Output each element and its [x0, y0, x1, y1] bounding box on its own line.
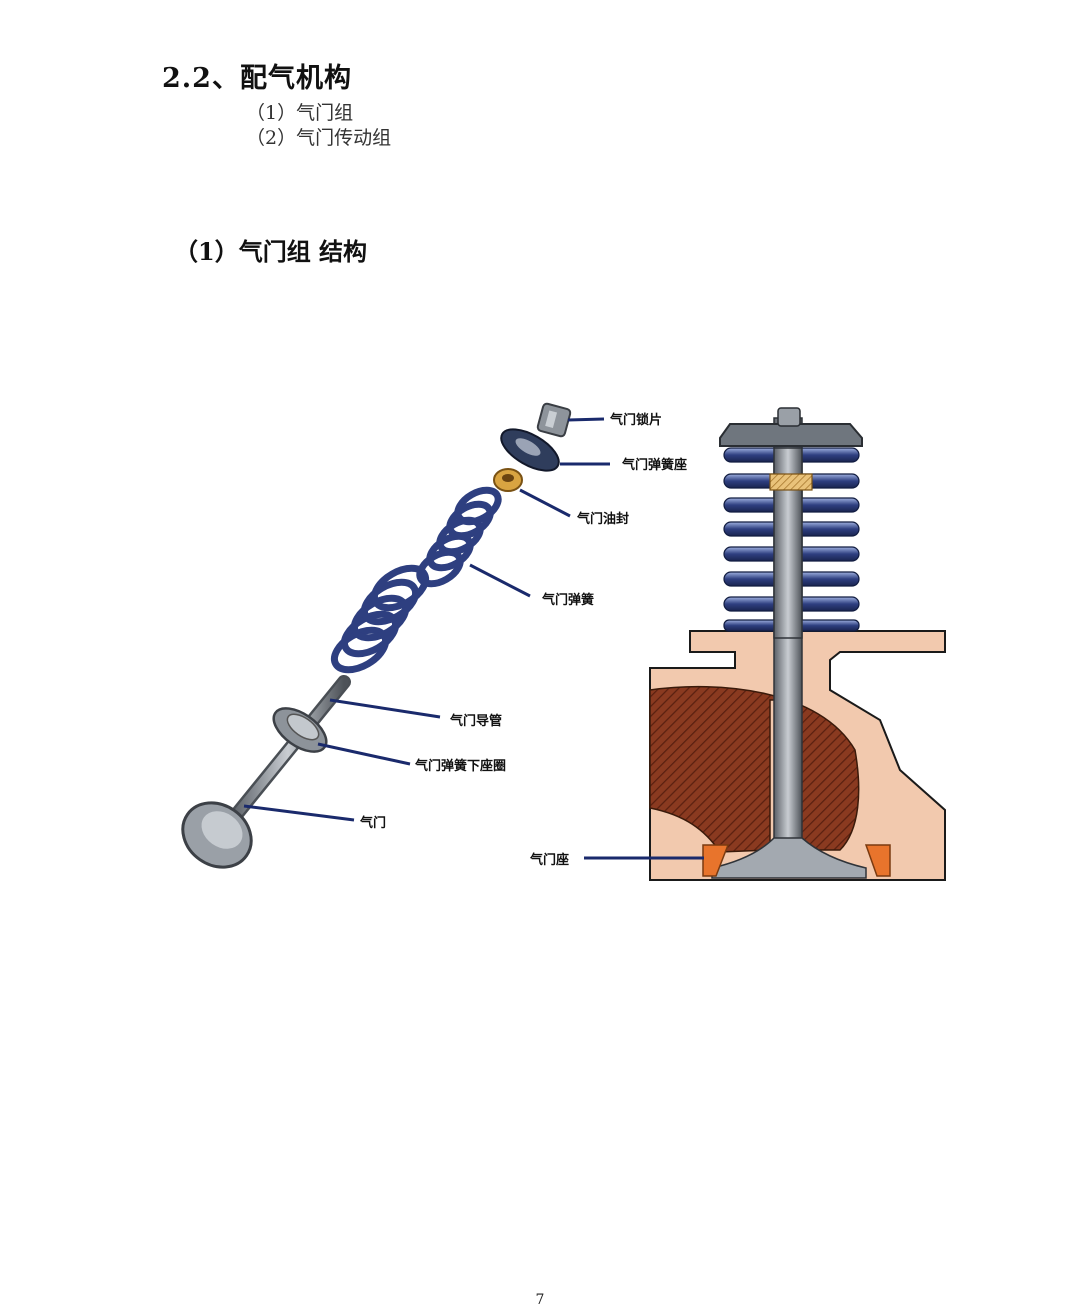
- toc-item-valve-train: （2）气门传动组: [246, 127, 392, 149]
- label-valve: 气门: [360, 815, 386, 831]
- lower-spring-seat-icon: [272, 707, 328, 753]
- valve-spring-icon: [330, 486, 502, 674]
- valve-head-icon: [181, 801, 253, 869]
- section-oil-seal: [769, 473, 813, 491]
- label-valve-lock: 气门锁片: [610, 412, 662, 428]
- valve-group-diagram: 气门锁片 气门弹簧座 气门油封 气门弹簧 气门导管 气门弹簧下座圈 气门: [181, 402, 946, 881]
- valve-lock-icon: [536, 402, 572, 438]
- cross-section-view: 气门座: [530, 407, 946, 881]
- subsection-title: （1）气门组 结构: [174, 237, 368, 266]
- valve-seat-insert-left: [702, 844, 730, 877]
- label-valve-seat: 气门座: [530, 852, 569, 868]
- section-spring-retainer: [719, 407, 863, 447]
- label-valve-spring-seat: 气门弹簧座: [622, 457, 687, 473]
- oil-seal-icon: [493, 468, 523, 492]
- spring-retainer-icon: [500, 428, 560, 472]
- label-valve-spring-lower-seat: 气门弹簧下座圈: [415, 758, 506, 774]
- page-number: 7: [535, 1292, 545, 1308]
- table-of-contents: （1）气门组 （2）气门传动组: [246, 101, 391, 151]
- exploded-view: 气门锁片 气门弹簧座 气门油封 气门弹簧 气门导管 气门弹簧下座圈 气门: [181, 402, 687, 869]
- section-title: 2.2、配气机构: [162, 63, 352, 94]
- toc-item-valve-group: （1）气门组: [246, 102, 354, 124]
- valve-seat-insert-right: [864, 844, 891, 877]
- label-valve-oil-seal: 气门油封: [577, 511, 629, 527]
- label-valve-spring: 气门弹簧: [542, 592, 594, 608]
- label-valve-guide: 气门导管: [450, 713, 502, 729]
